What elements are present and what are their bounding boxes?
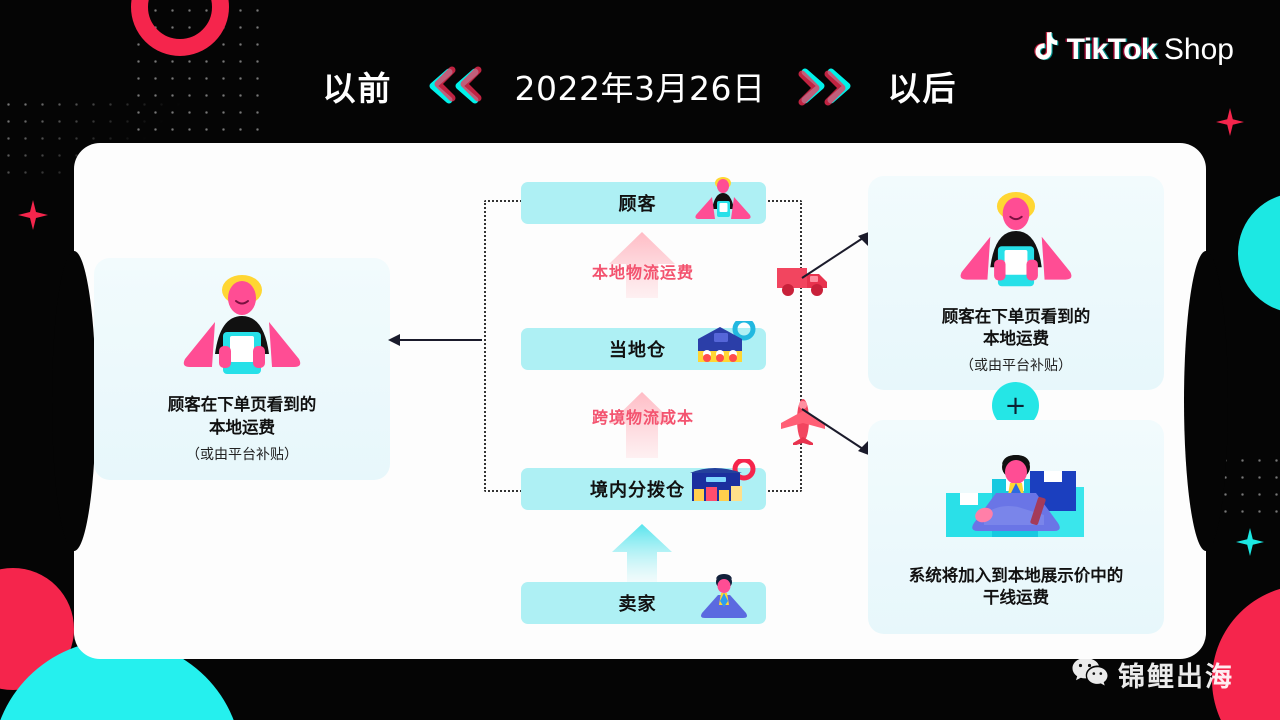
double-chevron-right-icon [795,66,857,106]
before-label: 以前 [322,69,393,108]
red-star-icon-left [18,200,48,230]
seller-avatar-art [688,573,760,624]
before-card-subtitle: （或由平台补贴） [186,446,298,463]
customer-holding-phone-illustration [167,274,317,384]
cyan-circle-right [1238,193,1280,313]
red-star-icon-right [1216,108,1244,136]
flow-node-local-warehouse[interactable]: 当地仓 [521,317,766,370]
local-logistics-fee-label: 本地物流运费 [591,263,694,282]
shop-wordmark: Shop [1163,32,1234,66]
seller-with-boxes-illustration [926,445,1106,555]
flow-node-customer[interactable]: 顾客 [521,177,766,224]
flow-node-domestic-warehouse[interactable]: 境内分拨仓 [521,457,766,510]
before-state-card[interactable]: 顾客在下单页看到的 本地运费 （或由平台补贴） [94,258,390,480]
panel-right-notch [1184,251,1228,551]
after-label: 以后 [887,69,958,108]
customer-avatar-art [686,175,760,224]
delivery-truck-icon [775,258,833,305]
before-card-title-line2: 本地运费 [209,417,275,437]
arrow-to-after-card-top [800,228,876,285]
panel-left-notch [52,251,96,551]
arrow-to-after-card-bottom [800,405,876,466]
timeline-header: 以前 2022年3月26日 以后 [0,62,1280,110]
flow-node-seller[interactable]: 卖家 [521,574,766,624]
cross-border-logistics-cost-label: 跨境物流成本 [591,408,694,427]
after-card-bottom-title: 系统将加入到本地展示价中的 干线运费 [909,565,1124,610]
transition-date: 2022年3月26日 [514,69,766,108]
after-card-top-subtitle: （或由平台补贴） [960,358,1072,375]
local-warehouse-art [690,317,760,370]
tiktok-note-icon [1033,32,1060,67]
after-card-bottom-title-line2: 干线运费 [983,588,1049,607]
after-card-top-title: 顾客在下单页看到的 本地运费 [942,306,1091,351]
up-arrow-cross-border-logistics [603,392,681,463]
tiktok-wordmark: TikTok [1066,32,1158,66]
flow-node-domestic-warehouse-label: 境内分拨仓 [590,480,685,501]
flow-node-customer-label: 顾客 [618,194,657,215]
red-circle-bottom-right [1212,585,1280,720]
before-card-title: 顾客在下单页看到的 本地运费 [168,394,317,439]
watermark-text: 锦鲤出海 [1118,662,1234,693]
before-card-title-line1: 顾客在下单页看到的 [167,395,317,415]
customer-holding-phone-illustration [941,191,1091,296]
double-chevron-left-icon [423,66,485,106]
up-arrow-seller-to-warehouse [606,524,678,587]
after-card-top-title-line1: 顾客在下单页看到的 [941,306,1091,326]
flow-node-local-warehouse-label: 当地仓 [609,340,666,361]
after-card-bottom-title-line1: 系统将加入到本地展示价中的 [908,565,1124,585]
wechat-icon [1071,656,1109,693]
tiktok-shop-logo: TikTok Shop [1033,32,1234,67]
after-card-top-title-line2: 本地运费 [983,329,1049,348]
up-arrow-local-logistics [603,232,681,303]
after-state-card-trunk-fee[interactable]: 系统将加入到本地展示价中的 干线运费 [868,420,1164,634]
arrow-to-before-card [388,330,484,355]
flow-node-seller-label: 卖家 [618,594,657,615]
domestic-distribution-warehouse-art [686,457,760,510]
watermark: 锦鲤出海 [1071,655,1234,694]
red-ring-decoration [131,0,229,56]
cyan-star-icon-right [1236,528,1264,556]
cargo-plane-icon [778,395,828,450]
after-state-card-shipping-fee[interactable]: 顾客在下单页看到的 本地运费 （或由平台补贴） [868,176,1164,390]
red-circle-bottom-left [0,568,74,690]
